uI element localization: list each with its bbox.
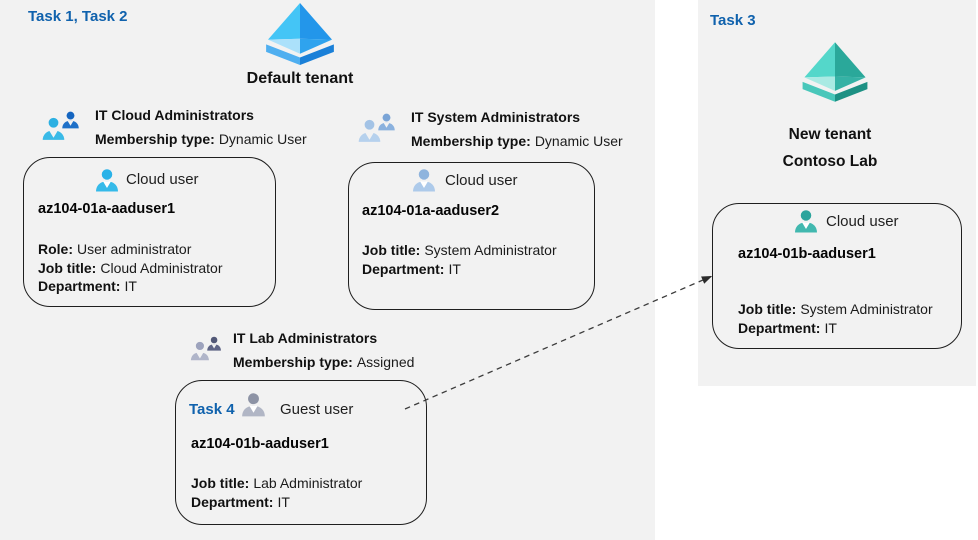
group-title: IT Cloud Administrators bbox=[95, 107, 254, 123]
azure-ad-tenant-icon bbox=[261, 2, 339, 66]
user-fields: Job title:System Administrator Departmen… bbox=[362, 242, 557, 277]
group-membership: Membership type:Dynamic User bbox=[411, 133, 623, 149]
user-name: az104-01b-aaduser1 bbox=[191, 436, 329, 452]
group-it-cloud-administrators: IT Cloud Administrators Membership type:… bbox=[38, 103, 307, 151]
user-type-label: Cloud user bbox=[826, 213, 899, 230]
user-name: az104-01b-aaduser1 bbox=[738, 246, 876, 262]
group-title: IT Lab Administrators bbox=[233, 330, 378, 346]
user-fields: Job title:System Administrator Departmen… bbox=[738, 301, 933, 336]
group-it-lab-administrators: IT Lab Administrators Membership type:As… bbox=[187, 326, 414, 374]
user-type-label: Cloud user bbox=[126, 171, 199, 188]
default-tenant-panel bbox=[0, 0, 655, 540]
user-card-az104-01a-aaduser1: Cloud user az104-01a-aaduser1 Role:User … bbox=[23, 157, 276, 307]
cloud-user-icon bbox=[410, 167, 438, 195]
user-card-new-tenant-az104-01b-aaduser1: Cloud user az104-01b-aaduser1 Job title:… bbox=[712, 203, 962, 349]
contoso-tenant-icon bbox=[799, 41, 871, 103]
guest-user-icon bbox=[239, 391, 268, 420]
group-it-system-administrators: IT System Administrators Membership type… bbox=[354, 105, 623, 153]
group-people-icon bbox=[41, 111, 79, 141]
group-membership: Membership type:Assigned bbox=[233, 354, 415, 370]
user-fields: Role:User administrator Job title:Cloud … bbox=[38, 241, 223, 294]
task-3-label: Task 3 bbox=[710, 12, 756, 29]
user-name: az104-01a-aaduser2 bbox=[362, 203, 500, 219]
user-name: az104-01a-aaduser1 bbox=[38, 201, 176, 217]
user-card-az104-01a-aaduser2: Cloud user az104-01a-aaduser2 Job title:… bbox=[348, 162, 595, 310]
task-1-2-label: Task 1, Task 2 bbox=[28, 8, 128, 25]
new-tenant-line: New tenant bbox=[788, 126, 872, 143]
user-fields: Job title:Lab Administrator Department:I… bbox=[191, 475, 363, 510]
new-tenant-title: New tenant Contoso Lab bbox=[735, 121, 925, 175]
group-people-icon bbox=[357, 113, 395, 143]
cloud-user-icon bbox=[93, 167, 121, 195]
user-type-label: Cloud user bbox=[445, 172, 518, 189]
user-type-label: Guest user bbox=[280, 401, 354, 418]
group-people-icon bbox=[189, 336, 221, 362]
user-card-guest-az104-01b-aaduser1: Task 4 Guest user az104-01b-aaduser1 Job… bbox=[175, 380, 427, 525]
cloud-user-icon bbox=[792, 208, 820, 236]
contoso-lab-line: Contoso Lab bbox=[782, 153, 878, 170]
default-tenant-title: Default tenant bbox=[246, 70, 354, 87]
task-4-label: Task 4 bbox=[189, 401, 235, 418]
group-membership: Membership type:Dynamic User bbox=[95, 131, 307, 147]
group-title: IT System Administrators bbox=[411, 109, 581, 125]
